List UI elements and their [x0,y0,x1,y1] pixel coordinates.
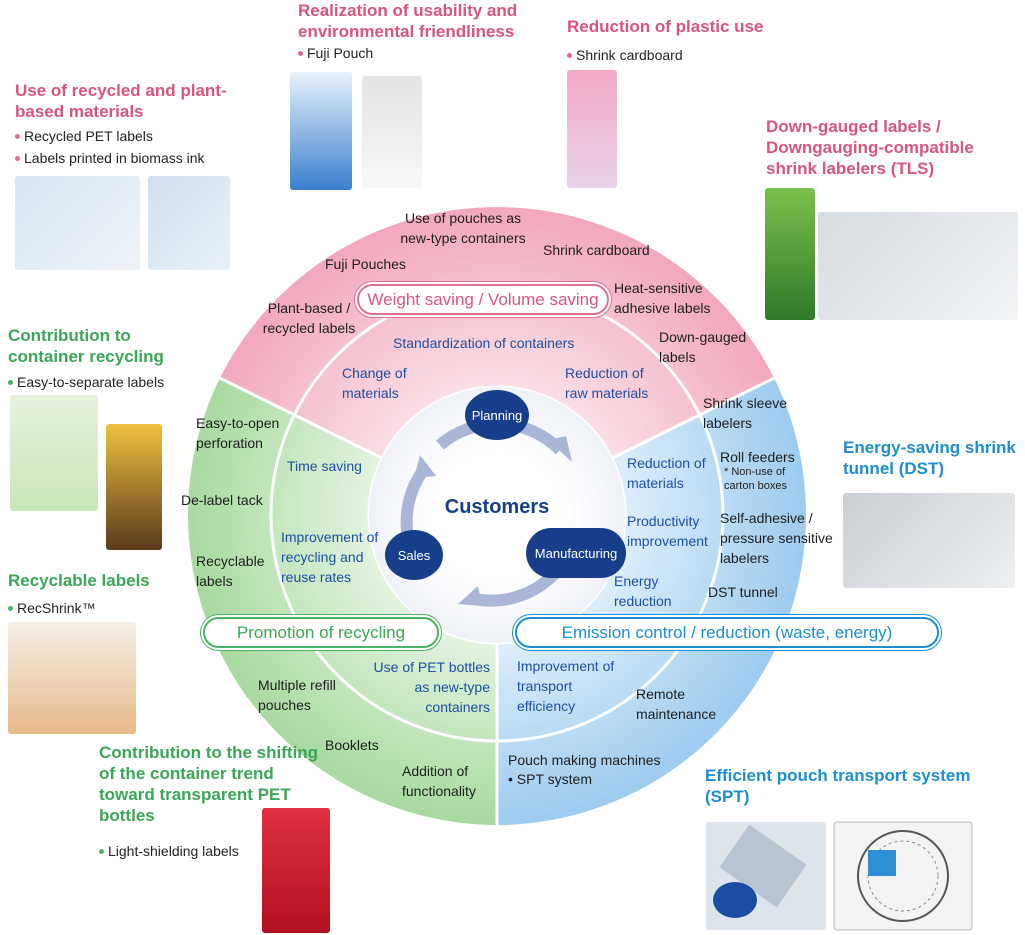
label-shrink-cardboard: Shrink cardboard [543,242,650,258]
bullet-dot-icon [15,155,20,161]
label-multiple-refill: Multiple refill pouches [258,677,336,713]
label-shrink-sleeve: Shrink sleeve labelers [703,395,788,431]
center-customers: Customers [444,496,550,518]
label-pouch-machines: Pouch making machines [508,752,661,768]
label-spt-system: • SPT system [508,771,592,787]
label-down-gauged: Down-gauged labels [659,329,747,365]
bullet-shrink-cardboard: Shrink cardboard [567,45,683,66]
label-non-use-cartons: * Non-use of carton boxes [724,466,787,492]
label-standardization: Standardization of containers [393,335,575,351]
dove-bottles-image [15,176,140,270]
node-manufacturing: Manufacturing [526,528,626,578]
pepsi-bottle-image [106,424,162,550]
label-easy-open: Easy-to-open perforation [196,415,280,451]
bullet-recycled-pet: Recycled PET labels [15,126,153,147]
title-container-recycling: Contribution to container recycling [8,326,164,366]
label-delabel-tack: De-label tack [181,492,263,508]
bullet-dot-icon [8,605,13,611]
transport-diagram-image [833,821,973,931]
label-improvement-recycling: Improvement of recycling and reuse rates [281,529,379,585]
label-pouches-new-type: Use of pouches as new-type containers [400,210,526,246]
bullet-dot-icon [298,50,303,56]
label-pet-new-type: Use of PET bottles as new-type container… [373,659,490,715]
label-self-adhesive: Self-adhesive / pressure sensitive label… [720,510,833,566]
pouch-roller-image [706,822,826,930]
bullet-recshrink: RecShrink™ [8,598,96,619]
shrink-cardboard-image [567,70,617,188]
label-transport-efficiency: Improvement of transport efficiency [517,658,615,714]
label-recyclable: Recyclable labels [196,553,265,589]
tls-labeler-image [818,212,1018,320]
pill-promotion-recycling: Promotion of recycling [203,617,439,648]
title-downgauged: Down-gauged labels / Downgauging-compati… [766,117,974,178]
title-recycled-materials: Use of recycled and plant-based material… [15,81,227,121]
label-productivity: Productivity improvement [627,513,708,549]
bullet-dot-icon [567,52,572,58]
label-reduction-materials: Reduction of materials [627,455,706,491]
label-change-materials: Change of materials [342,365,407,401]
sector-pink [219,207,775,515]
node-planning: Planning [465,390,529,440]
label-dst-tunnel: DST tunnel [708,584,778,600]
chobani-pouch-image [362,76,422,188]
bullet-fuji-pouch: Fuji Pouch [298,43,373,64]
bullet-biomass-ink: Labels printed in biomass ink [15,148,205,169]
bullet-dot-icon [8,379,13,385]
pill-emission-control: Emission control / reduction (waste, ene… [515,617,939,648]
title-usability: Realization of usability and environment… [298,1,518,41]
title-spt: Efficient pouch transport system (SPT) [705,766,971,806]
label-energy-reduction: Energy reduction [614,573,672,609]
label-fuji-pouches: Fuji Pouches [325,256,406,272]
label-reduction-raw: Reduction of raw materials [565,365,649,401]
dst-tunnel-image [843,493,1015,588]
title-recyclable-labels: Recyclable labels [8,571,150,590]
title-transparent-pet: Contribution to the shifting of the cont… [99,743,319,825]
green-tea-bottle-image [765,188,815,320]
label-functionality: Addition of functionality [402,763,476,799]
title-plastic-reduction: Reduction of plastic use [567,17,764,36]
label-time-saving: Time saving [287,458,362,474]
pill-weight-saving: Weight saving / Volume saving [357,284,609,315]
node-sales: Sales [385,530,443,580]
r1-drink-image [262,808,330,933]
soy-milk-tea-image [148,176,230,270]
label-roll-feeders: Roll feeders [720,449,795,465]
starbucks-creamer-image [8,622,136,734]
bullet-dot-icon [99,848,104,854]
separate-label-bottle-image [10,395,98,511]
bullet-light-shielding: Light-shielding labels [99,841,239,862]
bullet-easy-separate: Easy-to-separate labels [8,372,164,393]
bullet-dot-icon [15,133,20,139]
label-plant-based: Plant-based / recycled labels [262,300,356,336]
label-remote-maintenance: Remote maintenance [636,686,717,722]
label-booklets: Booklets [325,737,379,753]
label-heat-sensitive: Heat-sensitive adhesive labels [614,280,711,316]
fuji-pouch-image [290,72,352,190]
title-energy-saving: Energy-saving shrink tunnel (DST) [843,438,1016,478]
